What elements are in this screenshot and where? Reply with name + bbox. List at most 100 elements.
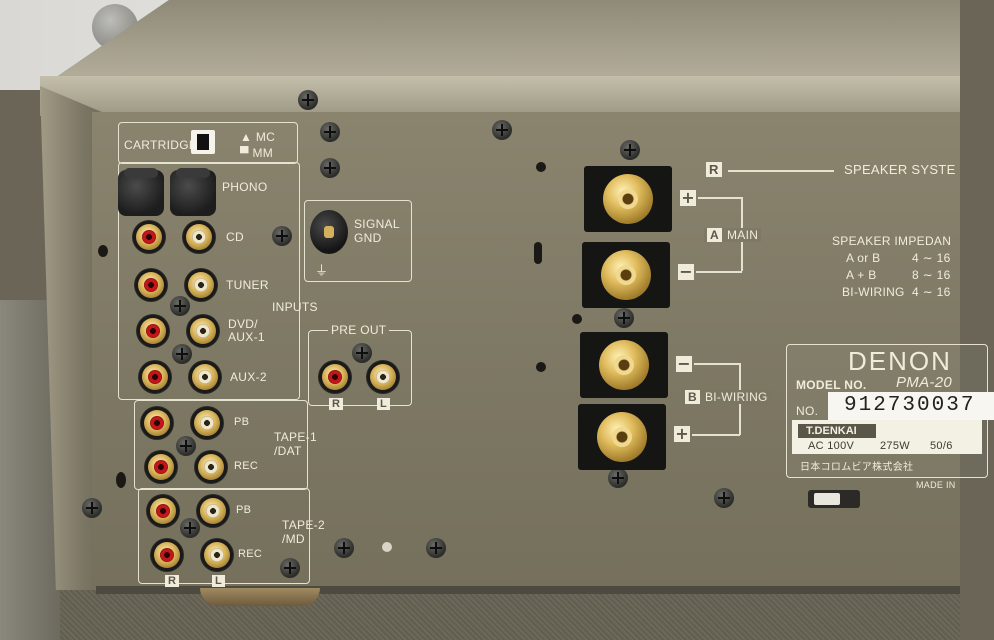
vent-hole: [382, 542, 392, 552]
screw: [334, 538, 354, 558]
chassis-bottom-edge: [96, 586, 960, 594]
screw: [426, 538, 446, 558]
tape2-name-label: TAPE-2/MD: [282, 518, 325, 546]
signal-gnd-box: [304, 200, 412, 282]
phono-l-cap[interactable]: [170, 168, 216, 216]
speaker-b-plus-plate: [578, 404, 666, 470]
screw: [272, 226, 292, 246]
ground-icon: ⏚: [315, 263, 329, 278]
tape2-rec-r-jack[interactable]: [150, 538, 184, 572]
inputs-box: [118, 162, 300, 400]
pre-out-label: PRE OUT: [328, 323, 390, 337]
tape2-pb-l-jack[interactable]: [196, 494, 230, 528]
tuner-label: TUNER: [226, 278, 269, 292]
speaker-b-plus-terminal[interactable]: [597, 412, 647, 462]
screw: [320, 122, 340, 142]
screw: [280, 558, 300, 578]
brand-logo: DENON: [848, 346, 952, 376]
tape2-rec-label: REC: [238, 548, 263, 560]
cartridge-mm-label: ▀ MM: [240, 146, 274, 160]
plus-sign: +: [680, 188, 696, 207]
speaker-impedance-title: SPEAKER IMPEDAN: [832, 234, 952, 248]
bracket-line: [694, 363, 740, 365]
screw: [614, 308, 634, 328]
signal-gnd-terminal[interactable]: [310, 210, 348, 254]
channel-r-label: R: [165, 575, 180, 587]
speaker-a-plus-plate: [584, 166, 672, 232]
speaker-a-minus-plate: [582, 242, 670, 308]
dvd-aux1-label: DVD/AUX-1: [228, 317, 265, 344]
cartridge-box: [118, 122, 298, 164]
model-no-label: MODEL NO.: [796, 378, 867, 392]
impedance-row-name: BI-WIRING: [842, 285, 905, 299]
aux2-l-jack[interactable]: [188, 360, 222, 394]
manufacturer-label: 日本コロムビア株式会社: [800, 462, 914, 473]
cd-l-jack[interactable]: [182, 220, 216, 254]
screw: [492, 120, 512, 140]
voltage-label: AC 100V: [808, 440, 855, 452]
tape1-rec-r-jack[interactable]: [144, 450, 178, 484]
made-in-label: MADE IN: [916, 480, 956, 490]
vent-hole: [572, 314, 582, 324]
cartridge-switch[interactable]: [191, 130, 215, 154]
vent-hole: [536, 162, 546, 172]
vent-hole: [534, 242, 542, 264]
pre-out-l-label: L: [377, 398, 391, 410]
cd-r-jack[interactable]: [132, 220, 166, 254]
speaker-system-label: SPEAKER SYSTE: [844, 162, 956, 177]
minus-sign: −: [678, 262, 694, 281]
speaker-a-plus-terminal[interactable]: [603, 174, 653, 224]
tape1-rec-l-jack[interactable]: [194, 450, 228, 484]
plus-sign: +: [674, 424, 690, 443]
vent-hole: [116, 472, 126, 488]
bracket-line: [692, 434, 740, 436]
tape1-pb-label: PB: [234, 416, 250, 428]
bracket-line: [696, 271, 742, 273]
tuner-l-jack[interactable]: [184, 268, 218, 302]
dvd-aux1-r-jack[interactable]: [136, 314, 170, 348]
bracket-line: [698, 197, 742, 199]
dealer-label: T.DENKAI: [798, 424, 876, 438]
phono-label: PHONO: [222, 180, 268, 194]
vent-hole: [98, 245, 108, 257]
pre-out-l-jack[interactable]: [366, 360, 400, 394]
screw: [714, 488, 734, 508]
screw: [298, 90, 318, 110]
speaker-b-minus-terminal[interactable]: [599, 340, 649, 390]
dvd-aux1-l-jack[interactable]: [186, 314, 220, 348]
amplifier-top-cover: [40, 0, 960, 88]
aux2-label: AUX-2: [230, 370, 267, 384]
impedance-row-name: A or B: [846, 251, 881, 265]
screw: [320, 158, 340, 178]
tape1-pb-l-jack[interactable]: [190, 406, 224, 440]
screw: [176, 436, 196, 456]
tape2-rec-l-jack[interactable]: [200, 538, 234, 572]
screw: [620, 140, 640, 160]
screw: [170, 296, 190, 316]
minus-sign: −: [676, 354, 692, 373]
tape2-pb-r-jack[interactable]: [146, 494, 180, 528]
slide-switch[interactable]: [808, 490, 860, 508]
amplifier-foot: [200, 588, 320, 606]
tape2-pb-label: PB: [236, 504, 252, 516]
impedance-row-value: 8 ∼ 16: [912, 268, 951, 282]
impedance-row-value: 4 ∼ 16: [912, 251, 951, 265]
screw: [180, 518, 200, 538]
speaker-system-tag: R: [706, 162, 727, 177]
tuner-r-jack[interactable]: [134, 268, 168, 302]
tape1-pb-r-jack[interactable]: [140, 406, 174, 440]
vent-hole: [536, 362, 546, 372]
serial-no-label: NO.: [796, 404, 819, 418]
screw: [172, 344, 192, 364]
aux2-r-jack[interactable]: [138, 360, 172, 394]
pre-out-r-jack[interactable]: [318, 360, 352, 394]
speaker-a-minus-terminal[interactable]: [601, 250, 651, 300]
pre-out-r-label: R: [329, 398, 344, 410]
speaker-b-minus-plate: [580, 332, 668, 398]
frequency-label: 50/6: [930, 440, 953, 452]
cartridge-mc-label: ▲ MC: [240, 130, 276, 144]
phono-r-cap[interactable]: [118, 168, 164, 216]
